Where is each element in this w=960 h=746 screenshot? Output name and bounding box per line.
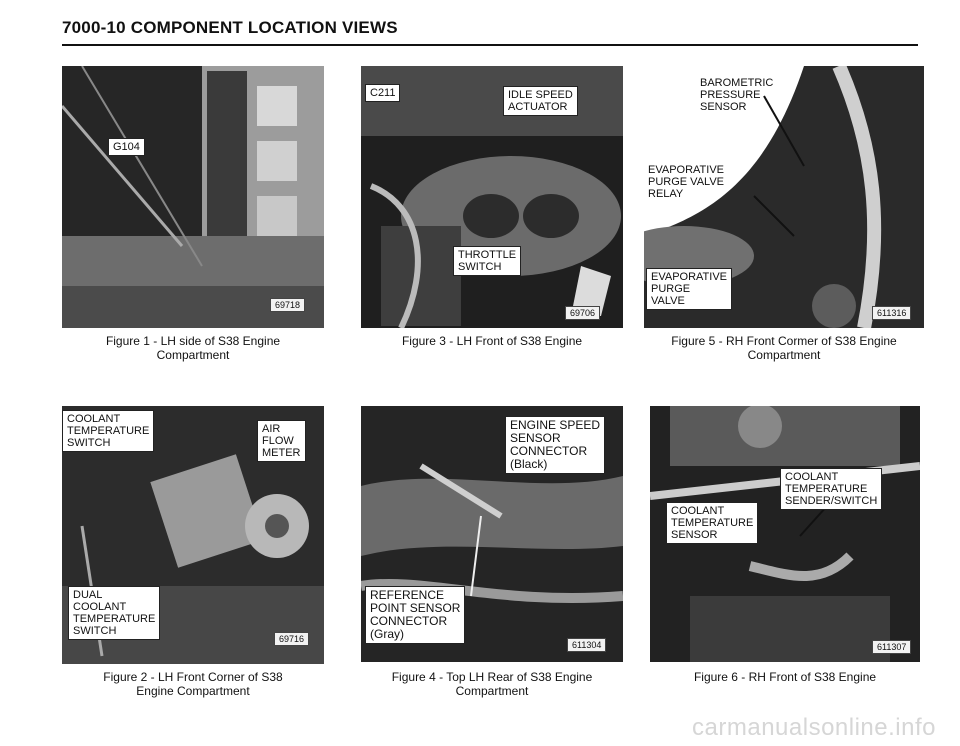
relay-line2: PURGE VALVE bbox=[648, 176, 725, 188]
dual-line3: TEMPERATURE bbox=[73, 613, 156, 625]
ref-line3: CONNECTOR bbox=[370, 614, 448, 628]
ess-line1: ENGINE SPEED bbox=[510, 418, 601, 432]
ess-line3: CONNECTOR bbox=[510, 444, 588, 458]
callout-dual-coolant-temperature-switch: DUAL COOLANT TEMPERATURE SWITCH bbox=[68, 586, 161, 640]
ref-line2: POINT SENSOR bbox=[370, 601, 461, 615]
figure-3-photo: C211 IDLE SPEED ACTUATOR THROTTLE SWITCH… bbox=[361, 66, 623, 328]
throttle-line2: SWITCH bbox=[458, 261, 502, 273]
ref-line4: (Gray) bbox=[370, 627, 404, 641]
callout-idle-speed-actuator: IDLE SPEED ACTUATOR bbox=[503, 86, 578, 116]
figure-5-caption: Figure 5 - RH Front Cormer of S38 Engine… bbox=[644, 334, 924, 362]
figure-2-caption: Figure 2 - LH Front Corner of S38 Engine… bbox=[62, 670, 324, 698]
callout-coolant-temperature-switch: COOLANT TEMPERATURE SWITCH bbox=[62, 410, 155, 452]
dual-line4: SWITCH bbox=[73, 625, 117, 637]
photo-id-611316: 611316 bbox=[872, 306, 912, 320]
dual-line2: COOLANT bbox=[73, 601, 127, 613]
callout-c211: C211 bbox=[365, 84, 401, 102]
photo-id-69716: 69716 bbox=[274, 632, 310, 646]
afm-line3: METER bbox=[262, 447, 301, 459]
relay-line3: RELAY bbox=[648, 188, 684, 200]
figure-4-photo: ENGINE SPEED SENSOR CONNECTOR (Black) RE… bbox=[361, 406, 623, 662]
callout-coolant-temperature-sensor: COOLANT TEMPERATURE SENSOR bbox=[666, 502, 759, 544]
callout-air-flow-meter: AIR FLOW METER bbox=[257, 420, 306, 462]
figure-1-caption-line1: Figure 1 - LH side of S38 Engine bbox=[105, 334, 281, 348]
ess-line2: SENSOR bbox=[510, 431, 561, 445]
callout-evap-purge-valve: EVAPORATIVE PURGE VALVE bbox=[646, 268, 733, 310]
sender-line3: SENDER/SWITCH bbox=[785, 495, 878, 507]
sensor-line3: SENSOR bbox=[671, 529, 718, 541]
figure-4-caption-line2: Compartment bbox=[455, 684, 529, 698]
figure-1-photo: G104 69718 bbox=[62, 66, 324, 328]
figure-3-image bbox=[361, 66, 623, 328]
figure-5-image bbox=[644, 66, 924, 328]
callout-throttle-switch: THROTTLE SWITCH bbox=[453, 246, 522, 276]
watermark: carmanualsonline.info bbox=[692, 714, 936, 741]
photo-id-611307: 611307 bbox=[872, 640, 912, 654]
sensor-line2: TEMPERATURE bbox=[671, 517, 754, 529]
figure-1-caption: Figure 1 - LH side of S38 Engine Compart… bbox=[62, 334, 324, 362]
dual-line1: DUAL bbox=[73, 589, 103, 601]
sensor-line1: COOLANT bbox=[671, 505, 725, 517]
photo-id-69718: 69718 bbox=[270, 298, 306, 312]
figure-1-image bbox=[62, 66, 324, 328]
ref-line1: REFERENCE bbox=[370, 588, 445, 602]
sender-line2: TEMPERATURE bbox=[785, 483, 868, 495]
callout-barometric-pressure-sensor: BAROMETRIC PRESSURE SENSOR bbox=[696, 75, 777, 115]
callout-reference-point-sensor-connector: REFERENCE POINT SENSOR CONNECTOR (Gray) bbox=[365, 586, 466, 644]
relay-line1: EVAPORATIVE bbox=[648, 164, 725, 176]
callout-engine-speed-sensor-connector: ENGINE SPEED SENSOR CONNECTOR (Black) bbox=[505, 416, 606, 474]
baro-line3: SENSOR bbox=[700, 101, 747, 113]
valve-line3: VALVE bbox=[651, 295, 685, 307]
figure-6-photo: COOLANT TEMPERATURE SENDER/SWITCH COOLAN… bbox=[650, 406, 920, 662]
figure-5-photo: BAROMETRIC PRESSURE SENSOR EVAPORATIVE P… bbox=[644, 66, 924, 328]
ess-line4: (Black) bbox=[510, 457, 548, 471]
figure-4-caption-line1: Figure 4 - Top LH Rear of S38 Engine bbox=[391, 670, 593, 684]
callout-coolant-temperature-sender-switch: COOLANT TEMPERATURE SENDER/SWITCH bbox=[780, 468, 883, 510]
figure-2-photo: COOLANT TEMPERATURE SWITCH AIR FLOW METE… bbox=[62, 406, 324, 664]
figure-5-caption-line2: Compartment bbox=[747, 348, 821, 362]
figure-4-caption: Figure 4 - Top LH Rear of S38 Engine Com… bbox=[361, 670, 623, 698]
header-rule bbox=[62, 44, 918, 46]
idle-speed-line1: IDLE SPEED bbox=[508, 89, 573, 101]
figure-6-caption: Figure 6 - RH Front of S38 Engine bbox=[693, 670, 877, 684]
callout-evap-purge-valve-relay: EVAPORATIVE PURGE VALVE RELAY bbox=[644, 162, 728, 202]
cts-line2: TEMPERATURE bbox=[67, 425, 150, 437]
afm-line2: FLOW bbox=[262, 435, 294, 447]
figure-3-caption: Figure 3 - LH Front of S38 Engine bbox=[401, 334, 583, 348]
photo-id-69706: 69706 bbox=[565, 306, 601, 320]
page-header: 7000-10 COMPONENT LOCATION VIEWS bbox=[62, 18, 398, 37]
throttle-line1: THROTTLE bbox=[458, 249, 517, 261]
figure-1-caption-line2: Compartment bbox=[156, 348, 230, 362]
figure-5-caption-line1: Figure 5 - RH Front Cormer of S38 Engine bbox=[671, 334, 897, 348]
figure-2-caption-line1: Figure 2 - LH Front Corner of S38 bbox=[103, 670, 283, 684]
valve-line1: EVAPORATIVE bbox=[651, 271, 728, 283]
photo-id-611304: 611304 bbox=[567, 638, 607, 652]
idle-speed-line2: ACTUATOR bbox=[508, 101, 568, 113]
callout-g104: G104 bbox=[108, 138, 145, 156]
valve-line2: PURGE bbox=[651, 283, 691, 295]
afm-line1: AIR bbox=[262, 423, 281, 435]
baro-line2: PRESSURE bbox=[700, 89, 761, 101]
sender-line1: COOLANT bbox=[785, 471, 839, 483]
cts-line1: COOLANT bbox=[67, 413, 121, 425]
figure-2-caption-line2: Engine Compartment bbox=[136, 684, 250, 698]
cts-line3: SWITCH bbox=[67, 437, 111, 449]
baro-line1: BAROMETRIC bbox=[700, 77, 774, 89]
